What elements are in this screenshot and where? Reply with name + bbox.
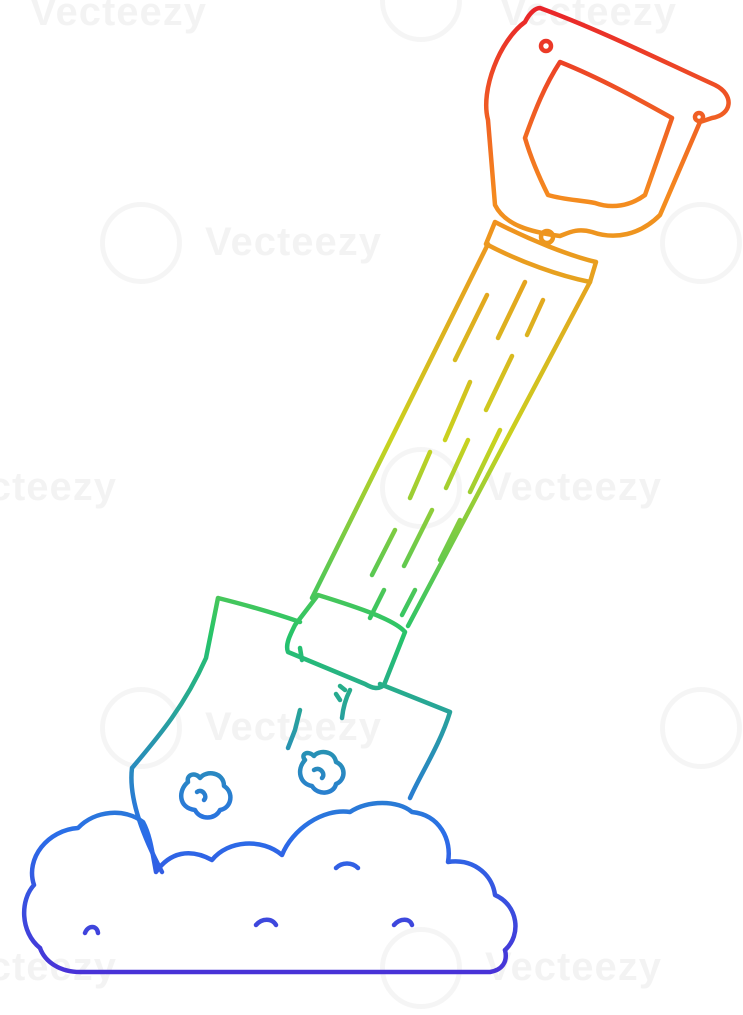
shovel-socket bbox=[284, 592, 408, 691]
dirt-clod-detail bbox=[311, 766, 326, 781]
dirt-clod-detail bbox=[194, 788, 208, 803]
shovel-handle-grip bbox=[484, 5, 731, 239]
dirt-mound-base bbox=[37, 945, 508, 975]
shovel-illustration bbox=[21, 5, 731, 975]
dirt-clod bbox=[297, 749, 346, 795]
collar-rivet bbox=[538, 228, 556, 246]
shovel-blade bbox=[129, 595, 453, 875]
mound-detail bbox=[82, 861, 415, 936]
grip-rivet bbox=[692, 110, 706, 124]
dirt-mound bbox=[21, 800, 518, 953]
shovel-handle-grip-hole bbox=[522, 59, 675, 209]
dirt-clod bbox=[179, 771, 233, 820]
shovel-shaft bbox=[309, 241, 593, 629]
shaft-grain bbox=[367, 279, 546, 621]
blade-highlight bbox=[285, 687, 353, 751]
socket-dash bbox=[297, 645, 348, 703]
grip-rivet bbox=[538, 38, 554, 54]
